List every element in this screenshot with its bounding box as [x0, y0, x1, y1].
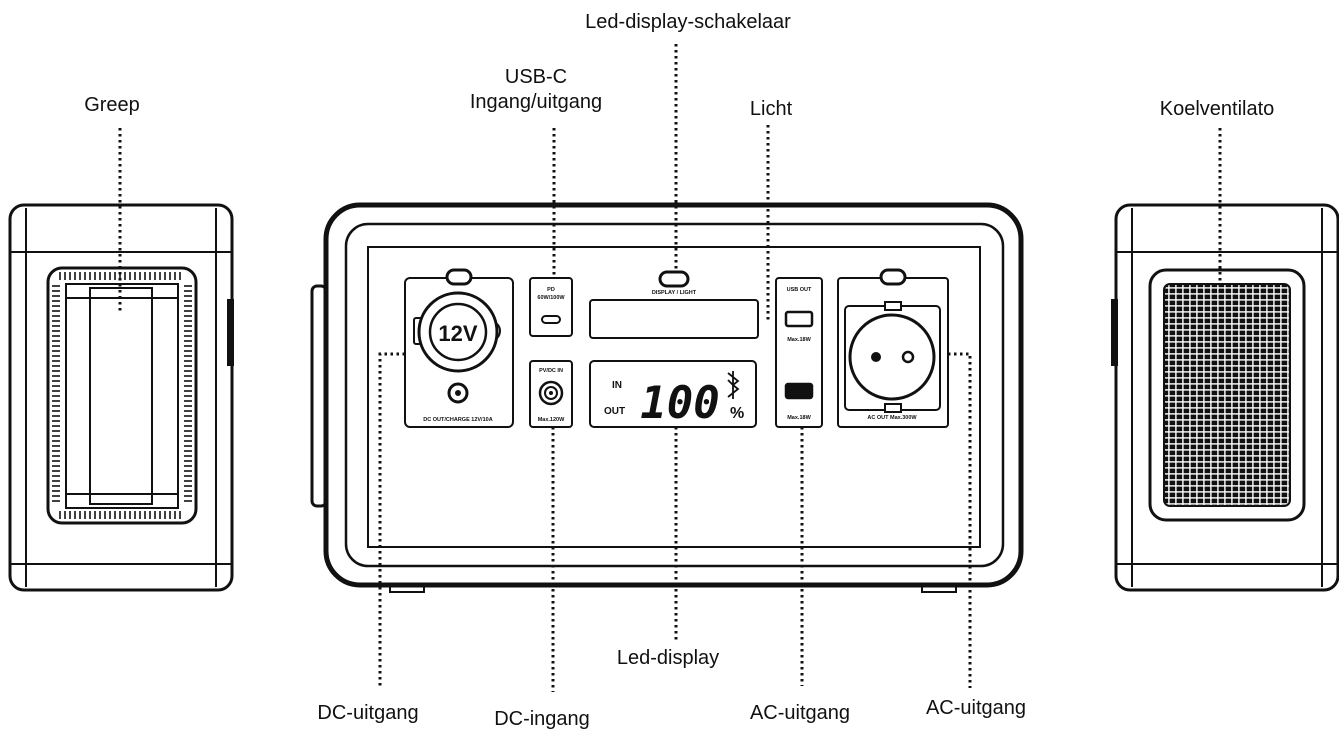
label-ac-out-socket: AC-uitgang	[925, 697, 1027, 719]
usb-a-port-1	[784, 310, 814, 328]
usb-max-2: Max.18W	[787, 415, 811, 421]
label-light: Licht	[749, 98, 793, 120]
label-led-display: Led-display	[616, 647, 720, 669]
usb-a-port-2	[784, 382, 814, 400]
label-dc-out: DC-uitgang	[317, 702, 419, 724]
lcd-display: IN OUT 100 %	[589, 360, 757, 429]
ac-pin-left	[871, 352, 881, 362]
dc-output-module: 12V DC OUT/CHARGE 12V/10A	[404, 268, 514, 428]
usb-out-caption: USB OUT	[787, 287, 812, 293]
leader-lines	[118, 44, 1222, 692]
led-light-bar	[589, 299, 759, 339]
ac-caption: AC OUT Max.300W	[867, 415, 917, 421]
pv-max: Max.120W	[538, 417, 565, 423]
leader-dc-out	[378, 352, 405, 688]
pd-caption-2: 60W/100W	[537, 295, 565, 301]
car-port-voltage: 12V	[438, 321, 477, 346]
display-light-switch: DISPLAY / LIGHT	[652, 270, 697, 296]
label-cooling-fan: Koelventilato	[1159, 98, 1275, 120]
display-value: 100	[640, 378, 719, 429]
display-unit: %	[730, 405, 744, 422]
display-light-caption: DISPLAY / LIGHT	[652, 290, 697, 296]
right-side-view	[1111, 203, 1339, 592]
bluetooth-icon	[727, 371, 740, 399]
handle-grip	[46, 266, 198, 525]
label-dc-in: DC-ingang	[494, 708, 590, 730]
label-ac-out-usb: AC-uitgang	[749, 702, 851, 724]
usb-max-1: Max.18W	[787, 337, 811, 343]
pv-dc-in-module: PV/DC IN Max.120W	[529, 360, 573, 428]
label-usbc-line2: Ingang/uitgang	[469, 91, 603, 113]
pd-caption-1: PD	[547, 287, 555, 293]
pv-caption: PV/DC IN	[539, 368, 563, 374]
label-display-switch: Led-display-schakelaar	[585, 11, 791, 33]
usb-a-module: USB OUT Max.18W Max.18W	[775, 277, 823, 428]
label-handle: Greep	[84, 94, 140, 116]
leader-ac-socket	[948, 352, 972, 688]
usb-c-port	[541, 315, 561, 324]
left-side-view	[8, 203, 234, 592]
ac-socket-module: AC OUT Max.300W	[837, 268, 949, 428]
ac-pin-right	[901, 350, 915, 364]
display-in-label: IN	[612, 380, 622, 391]
cooling-fan-grille	[1148, 268, 1306, 522]
display-out-label: OUT	[604, 406, 625, 417]
usb-c-module: PD 60W/100W	[529, 277, 573, 337]
dc-out-caption: DC OUT/CHARGE 12V/10A	[423, 417, 492, 423]
label-usbc-line1: USB-C	[504, 66, 568, 88]
